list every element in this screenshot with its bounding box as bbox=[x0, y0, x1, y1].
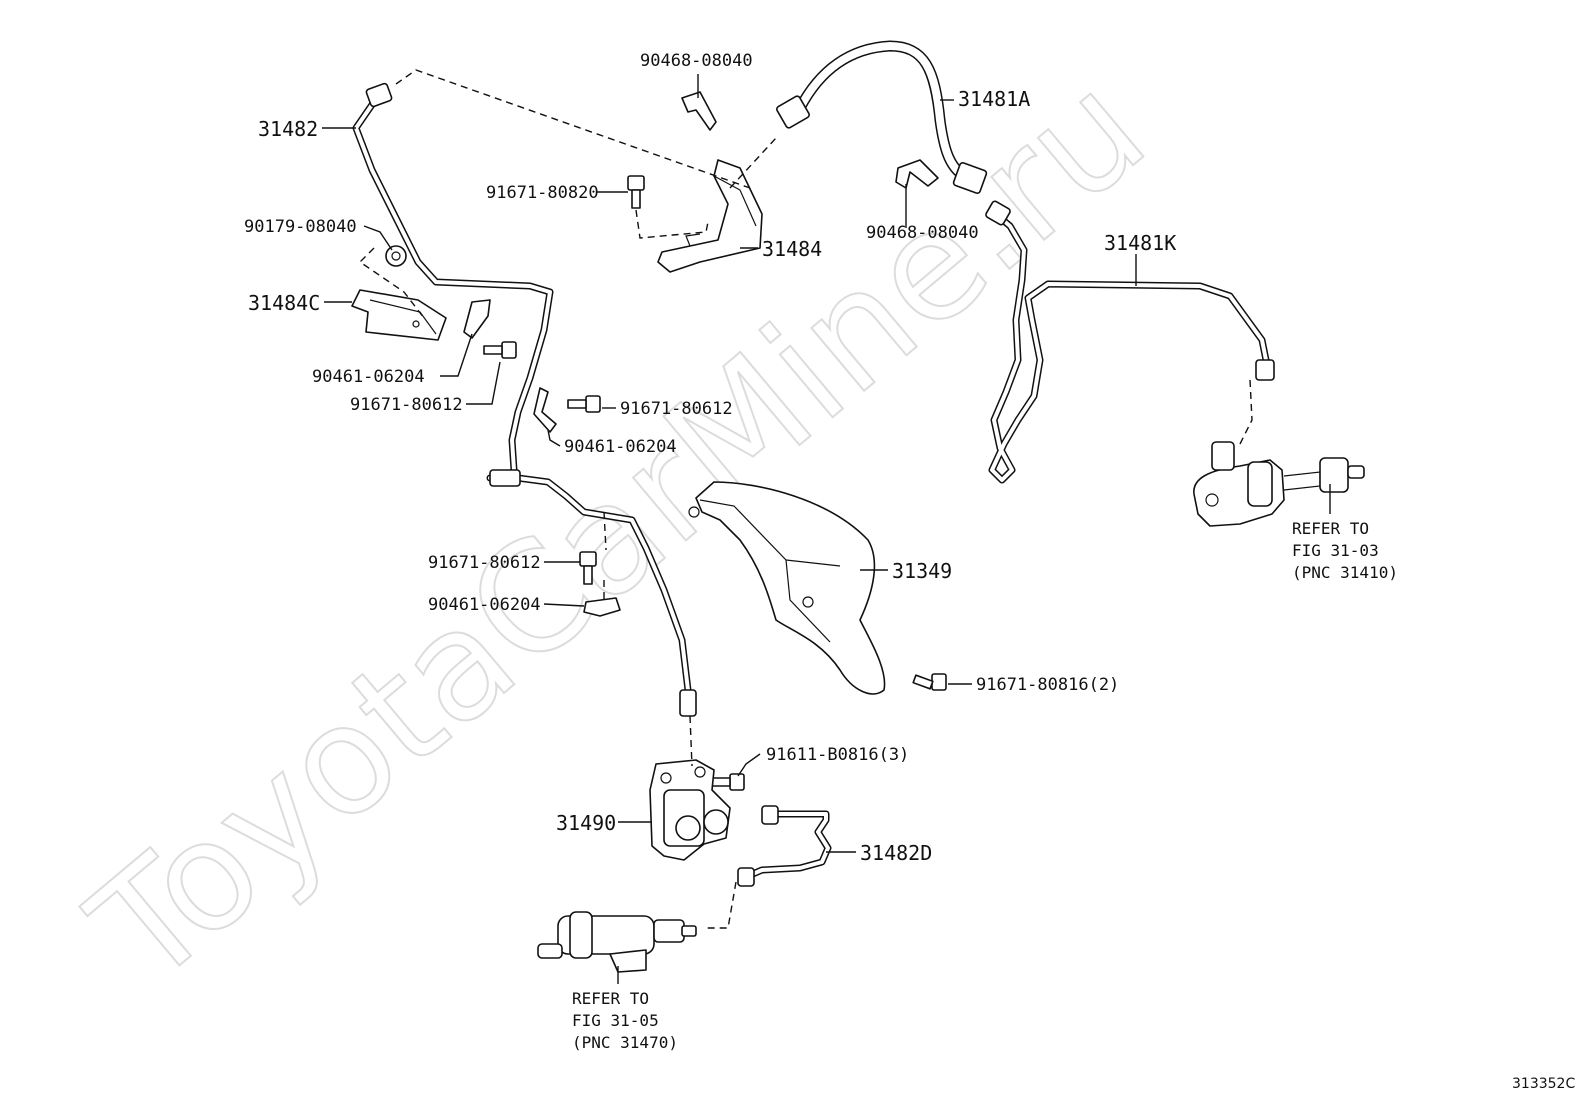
label-91671-80612-b[interactable]: 91671-80612 bbox=[620, 399, 733, 419]
svg-text:(PNC 31470): (PNC 31470) bbox=[572, 1033, 678, 1052]
label-91671-80820[interactable]: 91671-80820 bbox=[486, 183, 599, 203]
label-91671-80612-c[interactable]: 91671-80612 bbox=[428, 553, 541, 573]
pipe-31481K[interactable] bbox=[985, 200, 1275, 484]
label-91671-80612-a[interactable]: 91671-80612 bbox=[350, 395, 463, 415]
svg-text:FIG 31-05: FIG 31-05 bbox=[572, 1011, 659, 1030]
pipe-31482[interactable] bbox=[352, 82, 697, 717]
svg-text:(PNC 31410): (PNC 31410) bbox=[1292, 563, 1398, 582]
clamp-90461-b[interactable] bbox=[533, 387, 557, 433]
svg-text:REFER TO: REFER TO bbox=[1292, 519, 1369, 538]
pipe-31482D[interactable] bbox=[737, 805, 832, 887]
hose-31481A[interactable] bbox=[776, 40, 988, 195]
label-31349[interactable]: 31349 bbox=[892, 559, 952, 583]
clutch-master-cylinder[interactable] bbox=[1193, 441, 1365, 527]
label-31482D[interactable]: 31482D bbox=[860, 841, 932, 865]
connection-lines bbox=[358, 69, 1253, 929]
label-31490[interactable]: 31490 bbox=[556, 811, 616, 835]
union-31490[interactable] bbox=[649, 759, 731, 861]
label-90179-08040[interactable]: 90179-08040 bbox=[244, 217, 357, 237]
cover-31349[interactable] bbox=[688, 481, 886, 695]
bolt-91671-80612-a[interactable] bbox=[483, 341, 517, 359]
figure-code: 313352C bbox=[1512, 1076, 1575, 1092]
label-90461-06204-b[interactable]: 90461-06204 bbox=[564, 437, 677, 457]
clip-90179[interactable] bbox=[385, 245, 407, 267]
label-90461-06204-c[interactable]: 90461-06204 bbox=[428, 595, 541, 615]
bolt-91671-80612-b[interactable] bbox=[567, 395, 601, 413]
label-90468-08040-mid[interactable]: 90468-08040 bbox=[866, 223, 979, 243]
label-31484[interactable]: 31484 bbox=[762, 237, 822, 261]
clutch-release-cylinder[interactable] bbox=[537, 911, 697, 973]
label-31481K[interactable]: 31481K bbox=[1104, 231, 1176, 255]
label-90468-08040-top[interactable]: 90468-08040 bbox=[640, 51, 753, 71]
part-labels: 90468-08040 31481A 31482 91671-80820 901… bbox=[244, 51, 1176, 865]
bolt-91671-80820[interactable] bbox=[627, 175, 645, 209]
clip-90468-top[interactable] bbox=[681, 91, 717, 131]
clamp-90461-a[interactable] bbox=[463, 299, 491, 339]
bolt-91671-80816[interactable] bbox=[912, 673, 947, 691]
svg-text:FIG 31-03: FIG 31-03 bbox=[1292, 541, 1379, 560]
ref-note-release-cylinder: REFER TO FIG 31-05 (PNC 31470) bbox=[572, 989, 678, 1052]
label-31481A[interactable]: 31481A bbox=[958, 87, 1030, 111]
svg-text:REFER TO: REFER TO bbox=[572, 989, 649, 1008]
label-90461-06204-a[interactable]: 90461-06204 bbox=[312, 367, 425, 387]
ref-note-master-cylinder: REFER TO FIG 31-03 (PNC 31410) bbox=[1292, 519, 1398, 582]
label-91611-B0816[interactable]: 91611-B0816(3) bbox=[766, 745, 909, 765]
label-91671-80816[interactable]: 91671-80816(2) bbox=[976, 675, 1119, 695]
label-31484C[interactable]: 31484C bbox=[248, 291, 320, 315]
leader-lines bbox=[322, 74, 1331, 984]
bolt-91611-B0816[interactable] bbox=[711, 773, 745, 791]
label-31482[interactable]: 31482 bbox=[258, 117, 318, 141]
bracket-31484C[interactable] bbox=[351, 289, 447, 341]
bracket-31484[interactable] bbox=[657, 159, 763, 273]
watermark: ToyotaCarMine.ru bbox=[61, 42, 1177, 1018]
bolt-91671-80612-c[interactable] bbox=[579, 551, 597, 585]
clamp-90461-c[interactable] bbox=[583, 597, 621, 617]
clip-90468-mid[interactable] bbox=[895, 159, 939, 189]
